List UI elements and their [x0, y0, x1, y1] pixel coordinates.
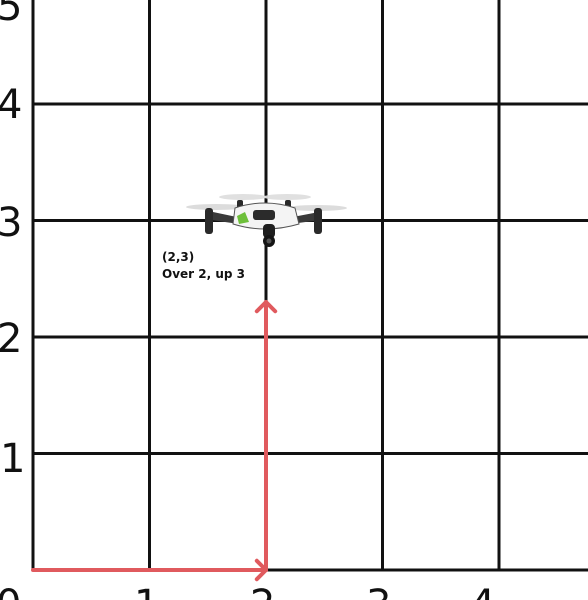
grid-lines [31, 0, 588, 572]
path-arrows [31, 300, 278, 582]
y-tick-2: 2 [0, 316, 22, 362]
y-tick-5: 5 [0, 0, 22, 30]
x-tick-1: 1 [134, 582, 159, 600]
drone-icon [186, 194, 347, 247]
y-tick-1: 1 [0, 436, 25, 482]
point-description: Over 2, up 3 [162, 267, 246, 281]
point-annotation: (2,3) Over 2, up 3 [162, 249, 245, 283]
x-tick-4: 4 [470, 582, 495, 600]
x-tick-0: 0 [0, 582, 21, 600]
vertical-arrow [254, 300, 278, 572]
x-tick-3: 3 [366, 582, 391, 600]
y-tick-4: 4 [0, 82, 22, 128]
x-tick-2: 2 [250, 582, 275, 600]
y-tick-3: 3 [0, 200, 22, 246]
point-coordinates: (2,3) [162, 250, 195, 264]
